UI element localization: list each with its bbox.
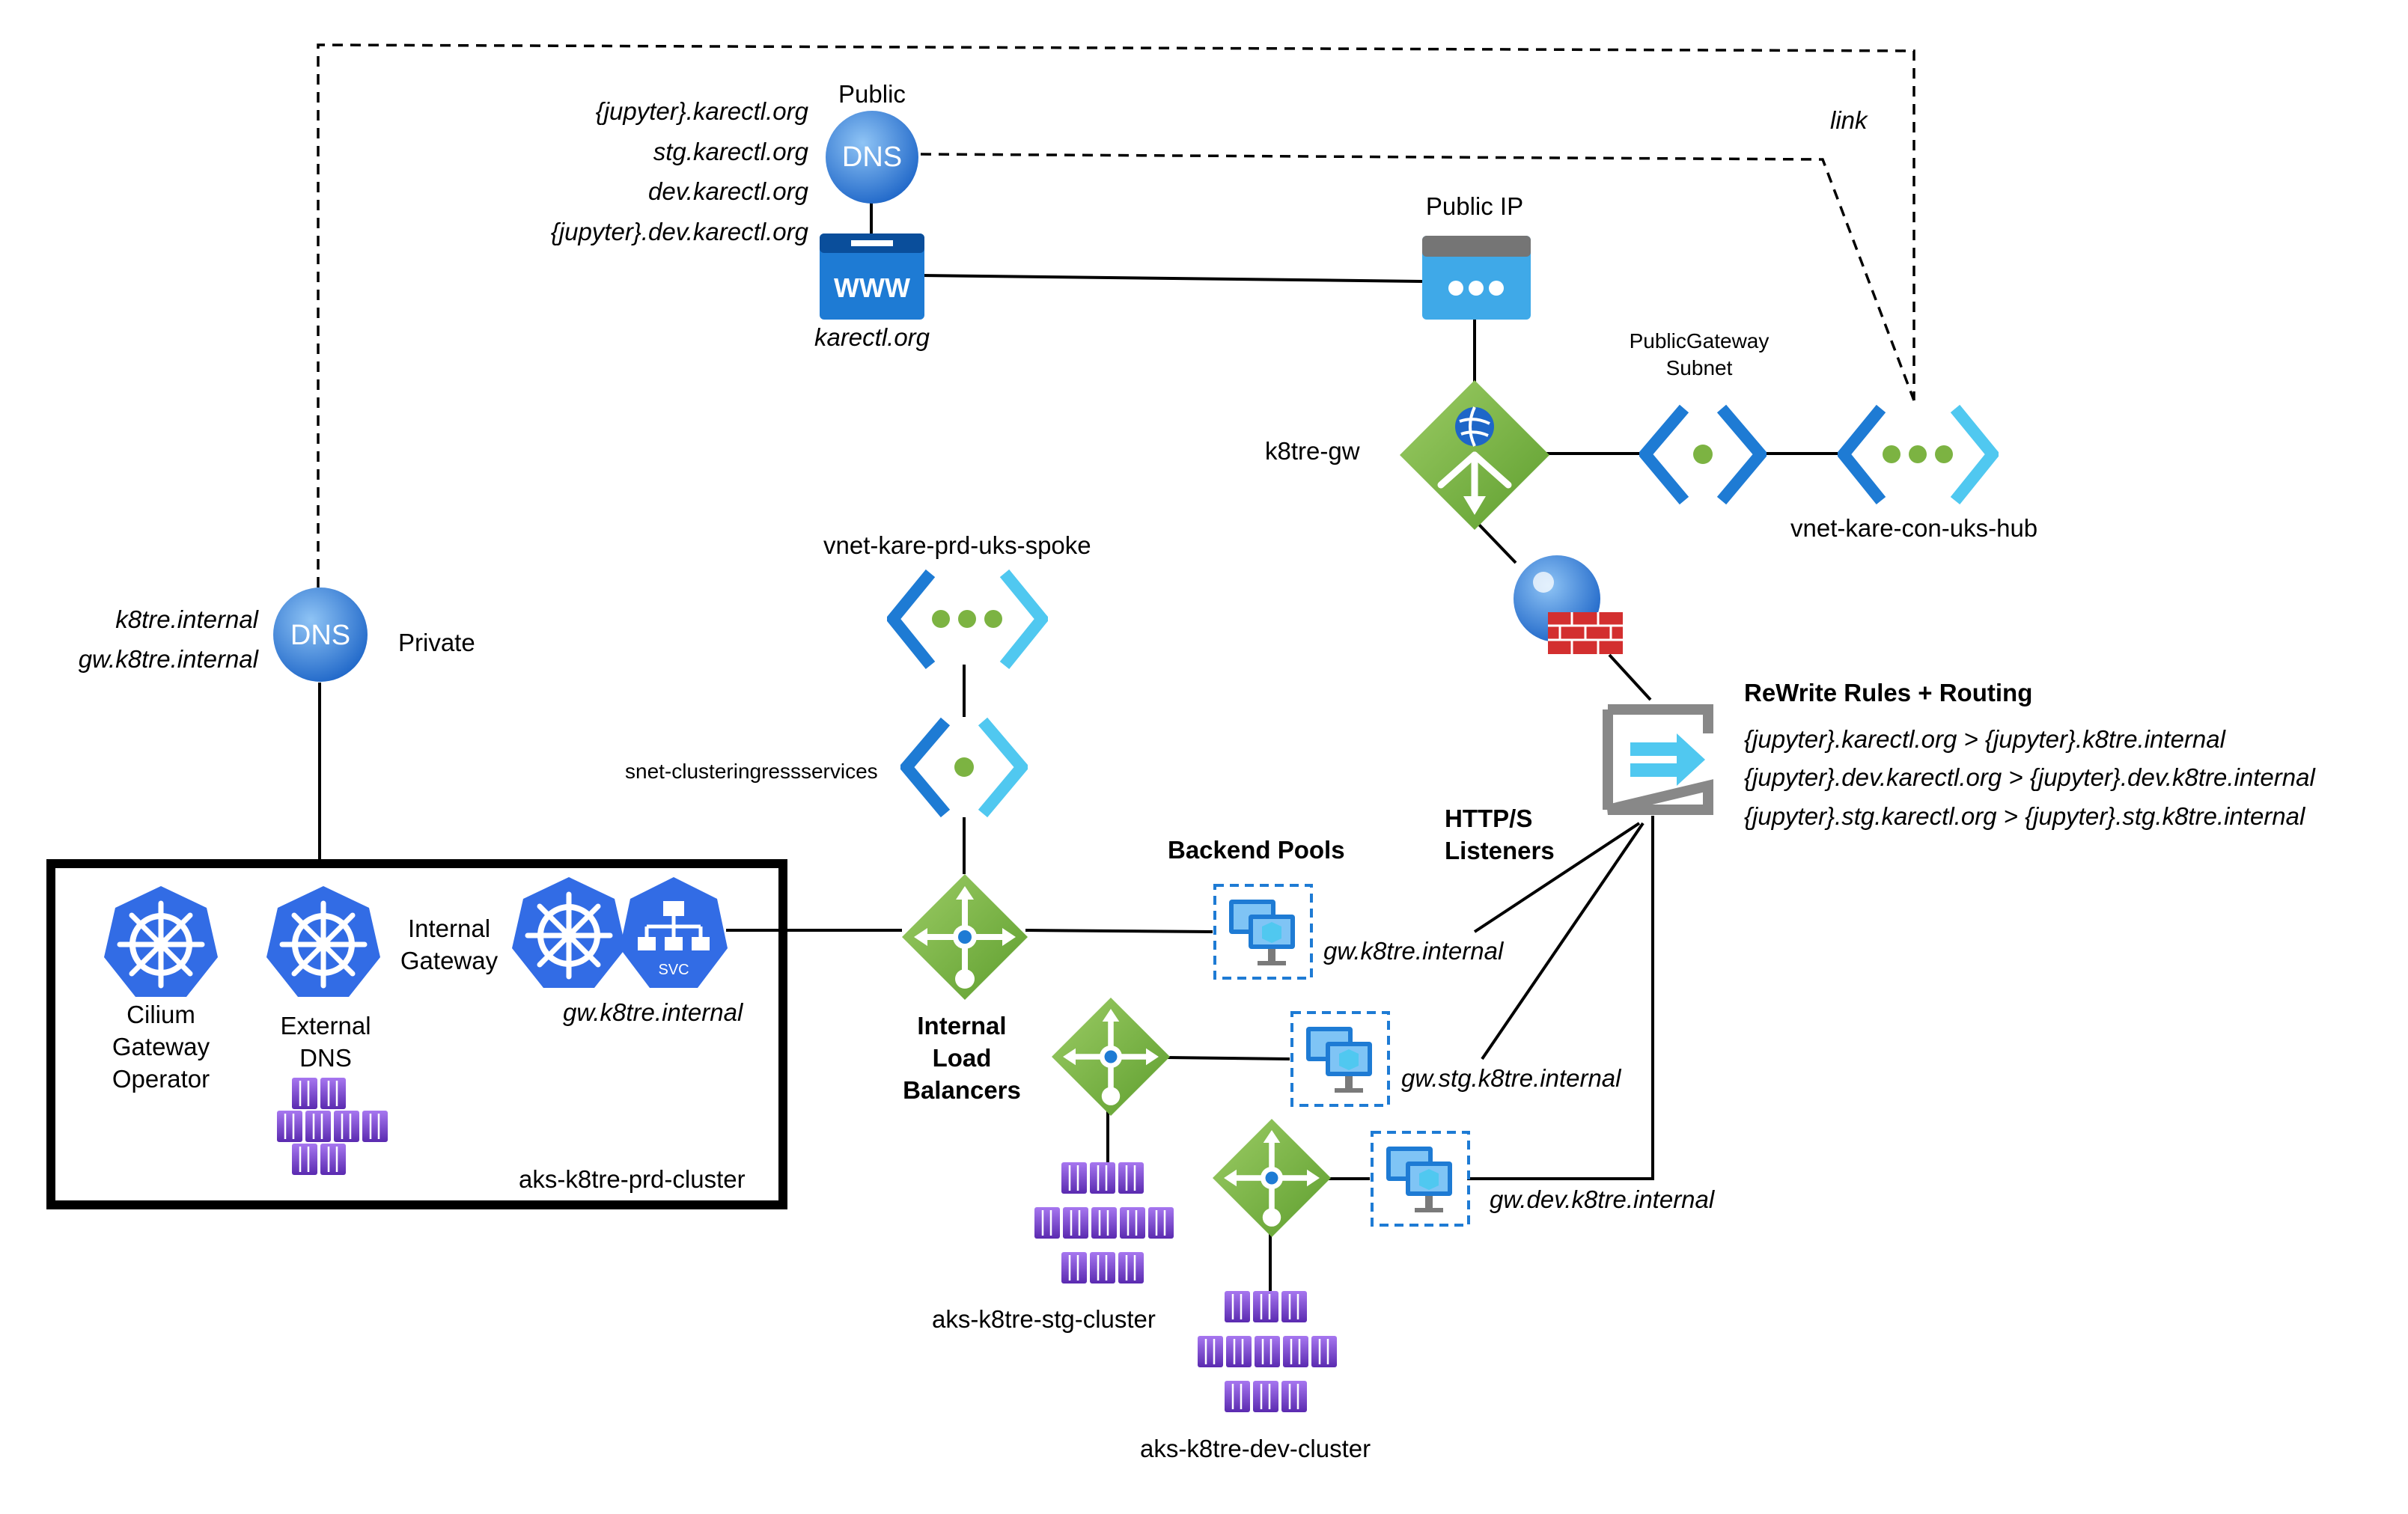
- internal-gateway-host: gw.k8tre.internal: [563, 998, 743, 1026]
- spoke-vnet-label: vnet-kare-prd-uks-spoke: [823, 531, 1091, 559]
- link-public-dns-to-hub: [920, 153, 1915, 401]
- internal-lb-line1: Internal: [917, 1012, 1007, 1040]
- backend-pool-target: gw.dev.k8tre.internal: [1490, 1185, 1715, 1213]
- backend-pool-dev-icon[interactable]: [1370, 1130, 1471, 1227]
- public-dns-badge: DNS: [842, 141, 902, 173]
- public-ip-label: Public IP: [1425, 192, 1524, 220]
- private-dns-record: k8tre.internal: [115, 605, 258, 633]
- internal-load-balancer-prd-icon[interactable]: [902, 874, 1028, 1000]
- rewrite-title: ReWrite Rules + Routing: [1744, 679, 2033, 706]
- operator-line3: Operator: [112, 1065, 210, 1093]
- external-dns-line1: External: [280, 1012, 371, 1040]
- www-badge: WWW: [834, 272, 910, 303]
- stg-cluster-label: aks-k8tre-stg-cluster: [932, 1305, 1156, 1333]
- link-pool1-listener: [1473, 822, 1641, 933]
- prd-cluster-nodes-icon: [275, 1078, 389, 1175]
- link-pool2-listener: [1481, 822, 1645, 1060]
- public-dns-record: {jupyter}.dev.karectl.org: [550, 218, 808, 245]
- listeners-line2: Listeners: [1445, 837, 1555, 864]
- listeners-line1: HTTP/S: [1445, 805, 1533, 832]
- dev-cluster-label: aks-k8tre-dev-cluster: [1140, 1435, 1371, 1462]
- svc-badge: SVC: [658, 962, 689, 978]
- spoke-vnet-icon[interactable]: [887, 569, 1048, 670]
- dns-link-label: link: [1830, 106, 1868, 134]
- rewrite-rule: {jupyter}.dev.karectl.org > {jupyter}.de…: [1744, 763, 2315, 791]
- link-lb-pool1: [1025, 929, 1213, 933]
- cilium-operator-k8s-icon[interactable]: [101, 885, 221, 1003]
- internal-load-balancer-stg-icon[interactable]: [1052, 998, 1170, 1116]
- rewrite-rule: {jupyter}.stg.karectl.org > {jupyter}.st…: [1744, 802, 2305, 830]
- solid-links: [318, 192, 1838, 1291]
- internal-lb-line3: Balancers: [903, 1076, 1021, 1104]
- prd-cluster-label: aks-k8tre-prd-cluster: [519, 1165, 746, 1193]
- backend-pool-target: gw.stg.k8tre.internal: [1401, 1064, 1621, 1092]
- internal-gateway-svc-icon[interactable]: SVC: [618, 876, 730, 994]
- rewrite-rule: {jupyter}.karectl.org > {jupyter}.k8tre.…: [1744, 725, 2225, 753]
- ingress-subnet-icon[interactable]: [900, 717, 1028, 818]
- dev-cluster-nodes-icon[interactable]: [1196, 1291, 1353, 1426]
- link-gateway-firewall: [1477, 522, 1517, 564]
- rewrite-routing-icon[interactable]: [1602, 703, 1714, 816]
- backend-pool-stg-icon[interactable]: [1290, 1010, 1391, 1108]
- link-pool3-listener: [1467, 816, 1654, 1180]
- hub-vnet-icon[interactable]: [1838, 404, 1999, 505]
- external-dns-k8s-icon[interactable]: [263, 885, 383, 1003]
- www-domain-icon[interactable]: WWW: [820, 233, 924, 320]
- public-dns-heading: Public: [838, 80, 906, 108]
- backend-pool-prd-icon[interactable]: [1213, 883, 1314, 980]
- internal-gateway-line2: Gateway: [400, 947, 499, 974]
- backend-pools-title: Backend Pools: [1168, 836, 1345, 864]
- link-lb2-pool2: [1165, 1056, 1290, 1060]
- gateway-label: k8tre-gw: [1265, 437, 1360, 465]
- dashed-links: [317, 43, 1915, 587]
- prd-cluster-box: [46, 859, 787, 1209]
- private-dns-icon[interactable]: DNS: [271, 585, 370, 684]
- public-dns-record: dev.karectl.org: [648, 177, 808, 205]
- operator-line1: Cilium: [127, 1001, 195, 1028]
- public-dns-icon[interactable]: DNS: [823, 109, 921, 206]
- link-firewall-appgw: [1608, 653, 1652, 701]
- link-private-dns-to-hub: [317, 43, 1915, 587]
- public-ip-icon[interactable]: [1422, 236, 1531, 320]
- public-gateway-subnet-line1: PublicGateway: [1629, 329, 1770, 352]
- ingress-subnet-label: snet-clusteringressservices: [625, 760, 878, 783]
- private-dns-record: gw.k8tre.internal: [78, 645, 258, 673]
- internal-load-balancer-dev-icon[interactable]: [1213, 1119, 1331, 1237]
- internal-lb-line2: Load: [932, 1044, 992, 1072]
- private-dns-badge: DNS: [290, 620, 350, 651]
- link-www-publicip: [920, 274, 1423, 283]
- internal-gateway-line1: Internal: [407, 915, 491, 942]
- hub-vnet-label: vnet-kare-con-uks-hub: [1790, 514, 2038, 542]
- public-gateway-subnet-icon[interactable]: [1639, 404, 1767, 505]
- backend-pool-target: gw.k8tre.internal: [1323, 937, 1504, 965]
- private-dns-label: Private: [398, 629, 475, 656]
- firewall-icon[interactable]: [1512, 554, 1624, 659]
- operator-line2: Gateway: [112, 1033, 210, 1060]
- internal-gateway-k8s-icon[interactable]: [509, 876, 629, 994]
- application-gateway-icon[interactable]: [1400, 380, 1549, 530]
- stg-cluster-nodes-icon[interactable]: [1033, 1162, 1190, 1297]
- public-dns-record: stg.karectl.org: [653, 138, 808, 165]
- public-gateway-subnet-line2: Subnet: [1665, 356, 1733, 379]
- public-dns-record: {jupyter}.karectl.org: [595, 97, 808, 125]
- domain-label: karectl.org: [814, 323, 930, 351]
- external-dns-line2: DNS: [299, 1044, 352, 1072]
